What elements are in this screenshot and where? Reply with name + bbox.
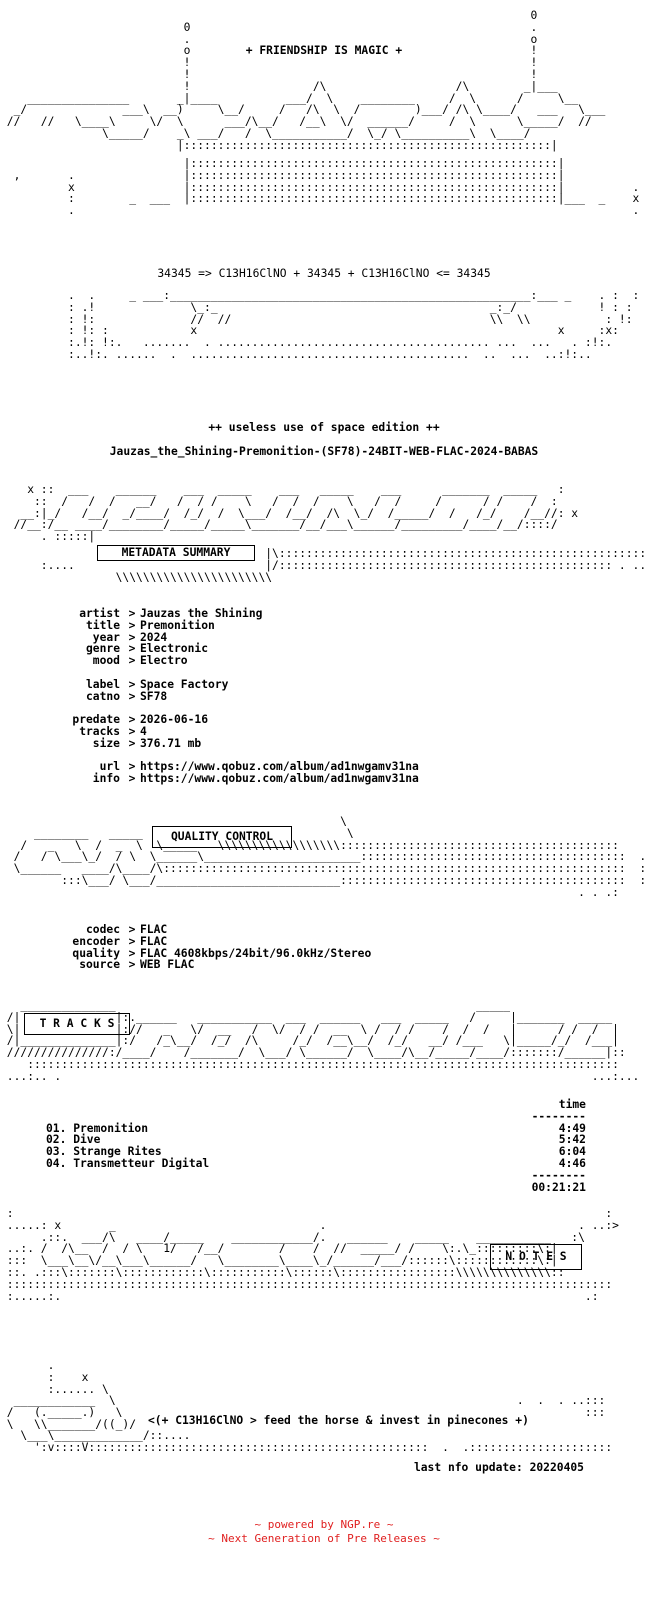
metadata-row-info[interactable]: info>https://www.qobuz.com/album/ad1nwga… <box>92 772 419 786</box>
tracks-section-art: ______________ _____ /| |:.______ ______… <box>6 999 640 1083</box>
header-ascii-art: 0 0 . . o o <box>0 10 648 152</box>
quality-list: codec>FLAC encoder>FLAC quality>FLAC 460… <box>0 924 648 971</box>
notes-section-art: : : .....: x _ . . ..:> .::. ___/\ <box>6 1207 619 1303</box>
quality-row-quality: quality>FLAC 4608kbps/24bit/96.0kHz/Ster… <box>72 946 372 960</box>
quality-section-art: \ ________ _____ \ / _ \ / _ \ \_____ \\… <box>13 815 647 899</box>
tracks-title: T R A C K S <box>39 1017 115 1030</box>
notes-title-box: N O T E S <box>490 1244 582 1270</box>
quality-title: QUALITY CONTROL <box>170 830 274 843</box>
metadata-section-art: x :: ___ ______ ___ _____ ___ _____ ___ … <box>13 483 579 544</box>
quality-title-box: QUALITY CONTROL <box>152 826 292 848</box>
tagline: + FRIENDSHIP IS MAGIC + <box>245 44 403 57</box>
tracklist-rule-bottom: -------- <box>531 1168 586 1182</box>
metadata-row-artist: artist>Jauzas the Shining <box>79 607 263 620</box>
metadata-row-url[interactable]: url>https://www.qobuz.com/album/ad1nwgam… <box>99 760 419 774</box>
edition-line: ++ useless use of space edition ++ <box>208 421 440 434</box>
metadata-row-size: size>376.71 mb <box>92 736 202 750</box>
metadata-row-predate: predate>2026-06-16 <box>72 713 209 727</box>
metadata-list: artist>Jauzas the Shining title>Premonit… <box>0 608 648 785</box>
metadata-row-title: title>Premonition <box>85 618 215 632</box>
metadata-row-genre: genre>Electronic <box>85 642 209 656</box>
quality-row-codec: codec>FLAC <box>85 923 168 936</box>
last-update: last nfo update: 20220405 <box>413 1461 584 1474</box>
metadata-section-rule: |\::::::::::::::::::::::::::::::::::::::… <box>40 547 648 584</box>
tracklist-total: 00:21:21 <box>531 1180 586 1194</box>
tracks-title-box: T R A C K S <box>24 1013 130 1035</box>
quality-row-encoder: encoder>FLAC <box>72 934 168 948</box>
formula-line: 34345 => C13H16ClNO + 34345 + C13H16ClNO… <box>157 267 491 280</box>
metadata-row-tracks: tracks>4 <box>79 724 147 738</box>
header-art-lower: . . _ ___:______________________________… <box>68 289 640 361</box>
tracklist-time-header: time <box>558 1098 586 1111</box>
release-name: Jauzas_the_Shining-Premonition-(SF78)-24… <box>109 445 539 458</box>
metadata-row-year: year>2024 <box>92 630 168 644</box>
header-art-body: |:::::::::::::::::::::::::::::::::::::::… <box>13 157 640 218</box>
metadata-row-label: label>Space Factory <box>85 677 229 691</box>
closing-art-base: \___\_____________/::.... ':v::::V::::::… <box>20 1429 613 1454</box>
metadata-row-mood: mood>Electro <box>92 654 188 668</box>
quality-row-source: source>WEB FLAC <box>79 958 195 972</box>
footer-line-2: ~ Next Generation of Pre Releases ~ <box>208 1532 440 1545</box>
header-art-top: 0 0 . . o o <box>6 9 606 152</box>
notes-title: N O T E S <box>505 1250 567 1263</box>
closing-slogan: <(+ C13H16ClNO > feed the horse & invest… <box>148 1414 529 1427</box>
metadata-title-box: METADATA SUMMARY <box>97 545 255 561</box>
footer-line-1[interactable]: ~ powered by NGP.re ~ <box>254 1518 394 1531</box>
tracklist-rule-top: -------- <box>531 1109 586 1123</box>
metadata-title: METADATA SUMMARY <box>121 546 231 559</box>
metadata-row-catno: catno>SF78 <box>85 689 168 703</box>
closing-art: . : x :...... \ ____________ \ . . . ..:… <box>6 1359 606 1431</box>
